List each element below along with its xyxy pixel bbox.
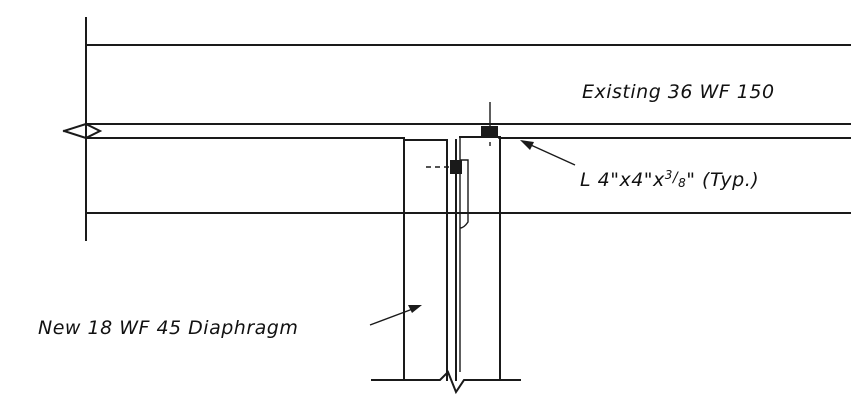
flange-bolt-block: [481, 126, 498, 138]
angle-label-fraction-slash: /: [671, 170, 679, 186]
flange-connection-angle: [489, 137, 520, 146]
diaphragm-leader-line: [369, 306, 419, 326]
angle-label-fraction-den: 8: [678, 176, 686, 190]
new-diaphragm-label: New 18 WF 45 Diaphragm: [38, 317, 298, 339]
diaphragm-leader-arrow: [408, 305, 422, 313]
existing-beam-label: Existing 36 WF 150: [582, 81, 775, 103]
angle-label-fraction-num: 3: [665, 168, 673, 182]
diaphragm-bottom-break: [371, 370, 521, 395]
angle-label-suffix: " (Typ.): [686, 169, 759, 191]
beam-break-symbol: [62, 122, 103, 140]
web-bolt-block: [450, 160, 462, 174]
angle-leader-arrow: [520, 140, 534, 150]
web-connection-angle: [459, 159, 469, 229]
angle-label: L 4"x4"x3/8" (Typ.): [580, 168, 759, 191]
angle-label-prefix: L 4"x4"x: [580, 169, 665, 191]
